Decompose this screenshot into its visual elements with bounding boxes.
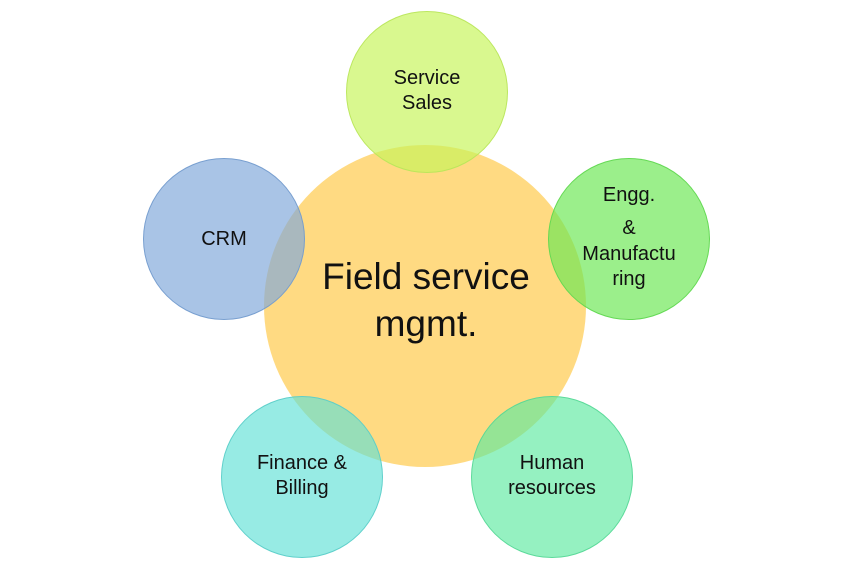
crm-circle <box>143 158 305 320</box>
service-sales-circle <box>346 11 508 173</box>
finance-billing-label: Finance & Billing <box>226 451 378 501</box>
human-resources-label: Human resources <box>476 451 628 501</box>
engg-line-1: Engg. <box>602 184 656 206</box>
finance-billing-line-1: Finance & <box>256 452 348 474</box>
engg-manufacturing-circle <box>548 158 710 320</box>
human-resources-line-2: resources <box>508 477 596 499</box>
crm-label: CRM <box>148 227 300 252</box>
crm-line-1: CRM <box>201 228 247 250</box>
center-label-line-2: mgmt. <box>374 303 478 344</box>
finance-billing-circle <box>221 396 383 558</box>
engg-line-2: & <box>622 217 636 239</box>
service-sales-line-2: Sales <box>401 92 453 114</box>
service-sales-label: Service Sales <box>356 66 498 116</box>
engg-line-3: Manufactu <box>582 243 676 265</box>
service-sales-line-1: Service <box>393 67 461 89</box>
center-label-line-1: Field service <box>322 256 530 297</box>
human-resources-circle <box>471 396 633 558</box>
engg-line-4: ring <box>612 268 646 290</box>
finance-billing-line-2: Billing <box>275 477 329 499</box>
center-label: Field service mgmt. <box>294 253 558 347</box>
human-resources-line-1: Human <box>519 452 585 474</box>
engg-manufacturing-label: Engg. & Manufactu ring <box>553 183 705 292</box>
